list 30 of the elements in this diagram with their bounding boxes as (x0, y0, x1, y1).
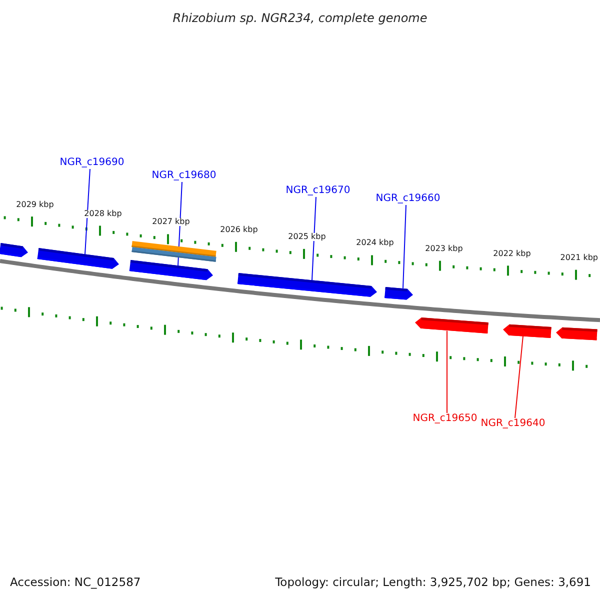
scale-label: 2029 kbp (15, 200, 55, 209)
feature-bar (132, 247, 216, 262)
gene-name: NGR_c19690 (52, 158, 132, 168)
gene-feature (384, 286, 414, 300)
leader-line (402, 204, 406, 289)
genome-info-text: Topology: circular; Length: 3,925,702 bp; Genes: 3,691 (275, 577, 591, 588)
gene-feature (556, 327, 598, 340)
scale-label: 2025 kbp (287, 232, 327, 241)
leader-line (84, 168, 90, 255)
leader-line (446, 330, 448, 414)
scale-label: 2021 kbp (559, 254, 599, 262)
gene-name: NGR_c19670 (278, 186, 358, 196)
scale-label: 2024 kbp (355, 239, 395, 248)
gene-feature (129, 260, 214, 281)
scale-label: 2027 kbp (151, 218, 191, 226)
scale-label: 2022 kbp (492, 250, 532, 258)
gene-name: NGR_c19660 (368, 194, 448, 204)
accession-text: Accession: NC_012587 (10, 577, 141, 588)
gene-feature (37, 248, 120, 270)
gene-feature (414, 317, 488, 334)
leader-line (514, 336, 524, 418)
gene-name: NGR_c19680 (144, 171, 224, 181)
leader-line (312, 196, 316, 281)
gene-feature (237, 272, 378, 298)
title: Rhizobium sp. NGR234, complete genome (172, 12, 428, 24)
scale-label: 2023 kbp (424, 244, 464, 253)
gene-feature (502, 324, 552, 338)
scale-label: 2028 kbp (83, 210, 123, 218)
gene-feature (0, 242, 29, 258)
scale-label: 2026 kbp (219, 226, 259, 234)
